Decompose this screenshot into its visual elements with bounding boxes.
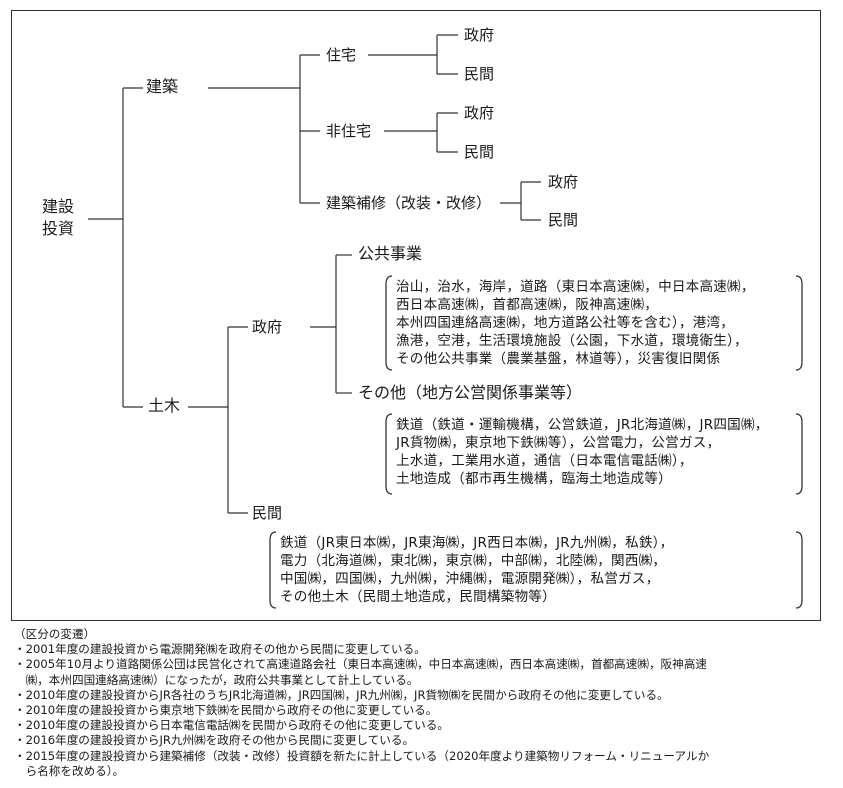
note-item: ら名称を改める）。 — [14, 763, 125, 778]
note-item: ㈱，本州四国連絡高速㈱）になったが，政府公共事業として計上している。 — [14, 672, 419, 687]
doboku-label: 土木 — [148, 396, 181, 415]
note-item: ・2010年度の建設投資から日本電信電話㈱を民間から政府その他に変更している。 — [14, 718, 449, 733]
hoshu-minkan-label: 民間 — [548, 211, 579, 229]
note-item: ・2010年度の建設投資からJR各社のうちJR北海道㈱，JR四国㈱，JR九州㈱，… — [14, 687, 669, 702]
kokyo-line: 西日本高速㈱，首都高速㈱，阪神高速㈱， — [396, 297, 659, 313]
sonota-line: 土地造成（都市再生機構，臨海土地造成等） — [396, 471, 672, 487]
kokyo-detail-box: 治山，治水，海岸，道路（東日本高速㈱，中日本高速㈱， 西日本高速㈱，首都高速㈱，… — [396, 278, 755, 368]
kokyo-line: その他公共事業（農業基盤，林道等），災害復旧関係 — [396, 351, 721, 367]
kokyo-line: 漁港，空港，生活環境施設（公園，下水道，環境衛生）， — [396, 333, 748, 349]
kokyo-label: 公共事業 — [358, 244, 423, 263]
kokyo-box-left-bracket — [385, 275, 393, 371]
minkan-detail-box: 鉄道（JR東日本㈱，JR東海㈱，JR西日本㈱，JR九州㈱，私鉄）， 電力（北海道… — [280, 534, 673, 606]
hijutaku-minkan-label: 民間 — [464, 143, 495, 161]
kokyo-line: 本州四国連絡高速㈱，地方道路公社等を含む），港湾， — [396, 315, 735, 331]
kokyo-line: 治山，治水，海岸，道路（東日本高速㈱，中日本高速㈱， — [396, 279, 755, 295]
minkan-box-right-bracket — [795, 531, 803, 609]
notes-heading: （区分の変遷） — [14, 627, 96, 641]
jutaku-minkan-label: 民間 — [464, 65, 495, 83]
sonota-line: 鉄道（鉄道・運輸機構，公営鉄道，JR北海道㈱，JR四国㈱， — [396, 417, 769, 433]
note-item: ・2005年10月より道路関係公団は民営化されて高速道路会社（東日本高速㈱，中日… — [14, 657, 707, 672]
kokyo-box-right-bracket — [795, 275, 803, 371]
minkan-label: 民間 — [252, 504, 283, 522]
sonota-line: 上水道，工業用水道，通信（日本電信電話㈱）， — [396, 453, 693, 469]
sonota-box-right-bracket — [795, 413, 803, 495]
note-item: ・2001年度の建設投資から電源開発㈱を政府その他から民間に変更している。 — [14, 642, 426, 657]
root-label: 建設 投資 — [42, 196, 74, 240]
minkan-line: その他土木（民間土地造成，民間構築物等） — [280, 589, 556, 605]
sonota-line: JR貨物㈱，東京地下鉄㈱等），公営電力，公営ガス， — [396, 435, 721, 451]
hoshu-seifu-label: 政府 — [548, 173, 579, 191]
minkan-line: 電力（北海道㈱，東北㈱，東京㈱，中部㈱，北陸㈱，関西㈱， — [280, 553, 667, 569]
note-item: ・2015年度の建設投資から建築補修（改装・改修）投資額を新たに計上している（2… — [14, 748, 710, 763]
hijutaku-label: 非住宅 — [326, 122, 372, 140]
minkan-line: 鉄道（JR東日本㈱，JR東海㈱，JR西日本㈱，JR九州㈱，私鉄）， — [280, 535, 674, 551]
sonota-box-left-bracket — [385, 413, 393, 495]
kenchiku-label: 建築 — [146, 77, 179, 96]
hoshu-label: 建築補修（改装・改修） — [326, 194, 492, 212]
seifu-label: 政府 — [252, 318, 283, 336]
sonota-detail-box: 鉄道（鉄道・運輸機構，公営鉄道，JR北海道㈱，JR四国㈱， JR貨物㈱，東京地下… — [396, 416, 769, 488]
sonota-label: その他（地方公営関係事業等） — [358, 383, 583, 402]
root-label-line1: 建設 — [42, 197, 75, 216]
note-item: ・2016年度の建設投資からJR九州㈱を政府その他から民間に変更している。 — [14, 733, 415, 748]
classification-notes: （区分の変遷） ・2001年度の建設投資から電源開発㈱を政府その他から民間に変更… — [14, 627, 829, 779]
hijutaku-seifu-label: 政府 — [464, 104, 495, 122]
minkan-box-left-bracket — [269, 531, 277, 609]
jutaku-seifu-label: 政府 — [464, 26, 495, 44]
diagram-frame — [11, 10, 821, 621]
root-label-line2: 投資 — [42, 219, 75, 238]
note-item: ・2010年度の建設投資から東京地下鉄㈱を民間から政府その他に変更している。 — [14, 703, 438, 718]
jutaku-label: 住宅 — [326, 46, 357, 64]
minkan-line: 中国㈱，四国㈱，九州㈱，沖縄㈱，電源開発㈱），私営ガス， — [280, 571, 660, 587]
